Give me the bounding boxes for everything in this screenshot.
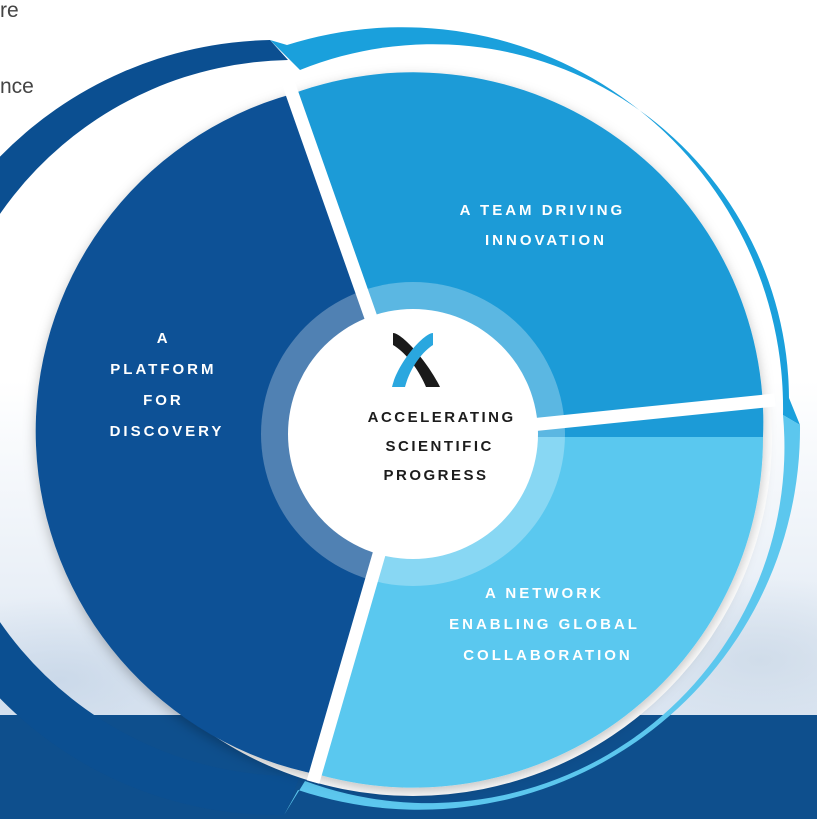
background-text-line-1: re	[0, 0, 19, 22]
platform-line-1: A	[157, 330, 170, 347]
segment-platform-label: A PLATFORM FOR DISCOVERY	[110, 330, 225, 440]
center-label: ACCELERATING SCIENTIFIC PROGRESS	[368, 409, 523, 484]
segment-platform	[35, 94, 413, 775]
platform-line-2: PLATFORM	[110, 361, 216, 378]
segment-network-label: A NETWORK ENABLING GLOBAL COLLABORATION	[449, 585, 647, 664]
center-line-1: ACCELERATING	[368, 409, 516, 426]
x-helix-logo-icon	[392, 333, 440, 387]
center-line-3: PROGRESS	[383, 467, 488, 484]
network-line-1: A NETWORK	[485, 585, 604, 602]
network-line-3: COLLABORATION	[463, 647, 633, 664]
platform-line-4: DISCOVERY	[110, 423, 225, 440]
network-line-2: ENABLING GLOBAL	[449, 616, 640, 633]
team-line-1: A TEAM DRIVING	[460, 202, 626, 219]
background-text-line-2: nce	[0, 75, 34, 98]
platform-line-3: FOR	[143, 392, 184, 409]
center-circle	[288, 309, 538, 559]
team-line-2: INNOVATION	[485, 232, 607, 249]
center-line-2: SCIENTIFIC	[385, 438, 493, 455]
segment-team-label: A TEAM DRIVING INNOVATION	[460, 202, 633, 249]
